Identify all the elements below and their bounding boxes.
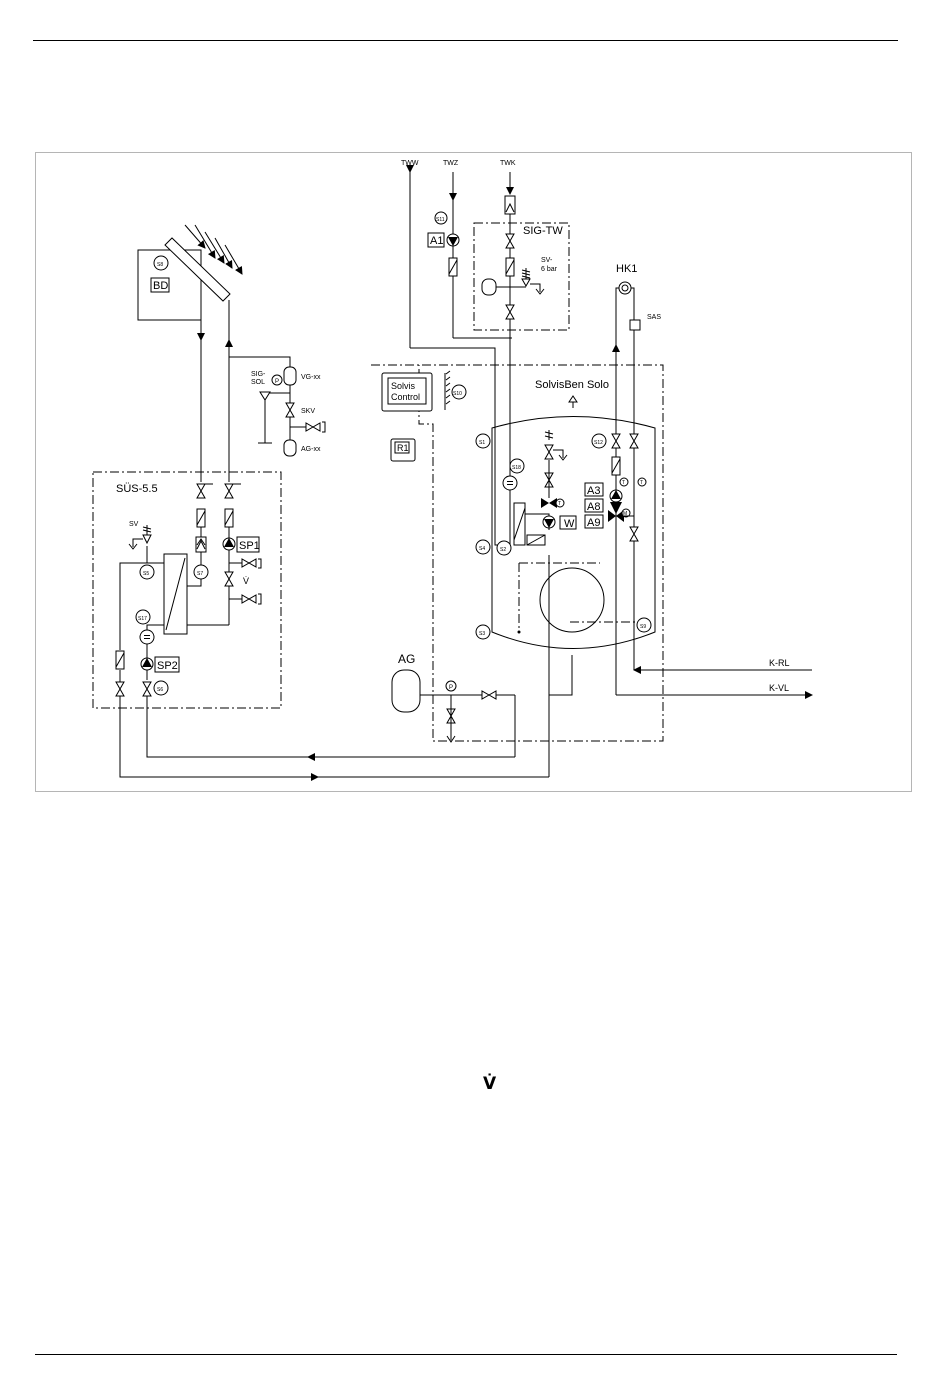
- ag-xx-label: AG-xx: [301, 446, 321, 453]
- s7-sensor: S7: [197, 571, 203, 577]
- sig-tw-expansion-vessel: [482, 279, 496, 295]
- svg-text:T: T: [622, 480, 625, 486]
- twk-check-valve-icon: [506, 258, 514, 276]
- hk1-check-valve-icon: [612, 457, 620, 475]
- hk1-bypass-valve-icon: [630, 527, 638, 541]
- sas-label: SAS: [647, 314, 661, 321]
- pressure-gauge-label: P: [449, 685, 453, 691]
- fresh-water-hx-icon: [503, 476, 517, 490]
- svg-text:T: T: [640, 480, 643, 486]
- hk1-return-valve-icon: [612, 434, 620, 448]
- r1-label: R1: [397, 443, 409, 453]
- s17-sensor: S17: [138, 616, 147, 622]
- hk1-label: HK1: [616, 263, 637, 275]
- sus-label: SÜS-5.5: [116, 483, 158, 495]
- s11-sensor: S11: [436, 217, 445, 223]
- sp2-pump-icon: [141, 658, 153, 670]
- sus-solar-station: SÜS-5.5 SP1 S7 V̇ S5: [93, 472, 549, 777]
- a8-label: A8: [587, 501, 600, 513]
- k-vl-label: K-VL: [769, 683, 789, 693]
- bd-label: BD: [153, 280, 168, 292]
- sv-6bar-label-2: 6 bar: [541, 266, 558, 273]
- s3-sensor: S3: [479, 631, 485, 637]
- hk1-radiator-icon: [619, 282, 631, 294]
- sus-return-ball-valve-icon: [197, 484, 205, 498]
- ag-label: AG: [398, 652, 415, 666]
- skv-valve-icon: [286, 403, 294, 417]
- mixer-t-label: T: [558, 501, 561, 507]
- sus-secondary-valve-icon: [143, 682, 151, 696]
- w-pump-icon: [543, 516, 555, 528]
- hk1-pump-icon: [610, 490, 622, 502]
- sig-sol-gauge-label: P: [275, 379, 279, 385]
- s1-sensor: S1: [479, 440, 485, 446]
- sus-flow-ball-valve-icon: [225, 484, 233, 498]
- sp1-pump-icon: [223, 538, 235, 550]
- hk1-flow-valve-icon: [630, 434, 638, 448]
- sus-check-valve-2-icon: [225, 509, 233, 527]
- s4-sensor: S4: [479, 546, 485, 552]
- vg-xx-label: VG-xx: [301, 374, 321, 381]
- domestic-water-section: TWW TWZ TWK S11 A1 SIG-TW SV-: [401, 160, 569, 545]
- twz-check-valve-icon: [449, 258, 457, 276]
- twz-label: TWZ: [443, 160, 459, 167]
- sus-check-valve-1-icon: [197, 509, 205, 527]
- sig-sol-label-1: SIG-: [251, 371, 266, 378]
- vdot-label: V̇: [243, 576, 249, 586]
- s2-sensor: S2: [500, 547, 506, 553]
- vg-xx-vessel: [284, 367, 296, 385]
- sp1-label: SP1: [239, 540, 260, 552]
- solvisben-solo-label: SolvisBen Solo: [535, 379, 609, 391]
- sus-fill-valve-2-icon: [242, 595, 256, 603]
- solvis-control-label-2: Control: [391, 392, 420, 402]
- a3-label: A3: [587, 485, 600, 497]
- w-label: W: [564, 518, 575, 530]
- a1-label: A1: [430, 235, 443, 247]
- ag-cap-valve-icon: [482, 691, 496, 699]
- tww-label: TWW: [401, 160, 419, 167]
- ag-xx-vessel: [284, 440, 296, 456]
- sus-fill-valve-1-icon: [242, 559, 256, 567]
- k-rl-label: K-RL: [769, 658, 790, 668]
- boiler-connections: K-RL K-VL: [616, 658, 812, 695]
- a9-label: A9: [587, 517, 600, 529]
- sus-safety-valve-icon: [143, 535, 151, 543]
- sus-secondary-valve-2-icon: [116, 682, 124, 696]
- sus-flow-sensor-icon: [140, 630, 154, 644]
- s12-sensor: S12: [594, 440, 603, 446]
- flow-meter-valve-icon: [225, 572, 233, 586]
- sv-label: SV: [129, 521, 139, 528]
- skv-label: SKV: [301, 408, 315, 415]
- sp2-label: SP2: [157, 660, 178, 672]
- s10-sensor: S10: [453, 391, 462, 397]
- s18-sensor: S18: [512, 465, 521, 471]
- sig-tw-label: SIG-TW: [523, 225, 563, 237]
- s5-sensor: S5: [143, 571, 149, 577]
- s6-sensor: S6: [157, 687, 163, 693]
- twk-valve-icon: [506, 234, 514, 248]
- solar-collector-section: S8 BD VG-xx P SIG- SOL SKV AG-xx: [138, 225, 325, 482]
- twk-label: TWK: [500, 160, 516, 167]
- s9-sensor: S9: [640, 624, 646, 630]
- sig-tw-safety-valve-icon: [522, 279, 530, 286]
- a1-pump-icon: [447, 234, 459, 246]
- skv-fill-valve-icon: [306, 423, 320, 431]
- sus-secondary-check-valve-icon: [116, 651, 124, 669]
- ag-expansion-vessel: [392, 670, 420, 712]
- fresh-water-safety-valve-icon: [545, 445, 553, 459]
- vdot-legend-symbol: V̇: [483, 1074, 496, 1094]
- sig-tw-valve-icon: [506, 305, 514, 319]
- sv-6bar-label-1: SV-: [541, 257, 553, 264]
- sig-sol-label-2: SOL: [251, 379, 265, 386]
- s8-sensor: S8: [157, 262, 163, 268]
- solvis-control-label-1: Solvis: [391, 381, 416, 391]
